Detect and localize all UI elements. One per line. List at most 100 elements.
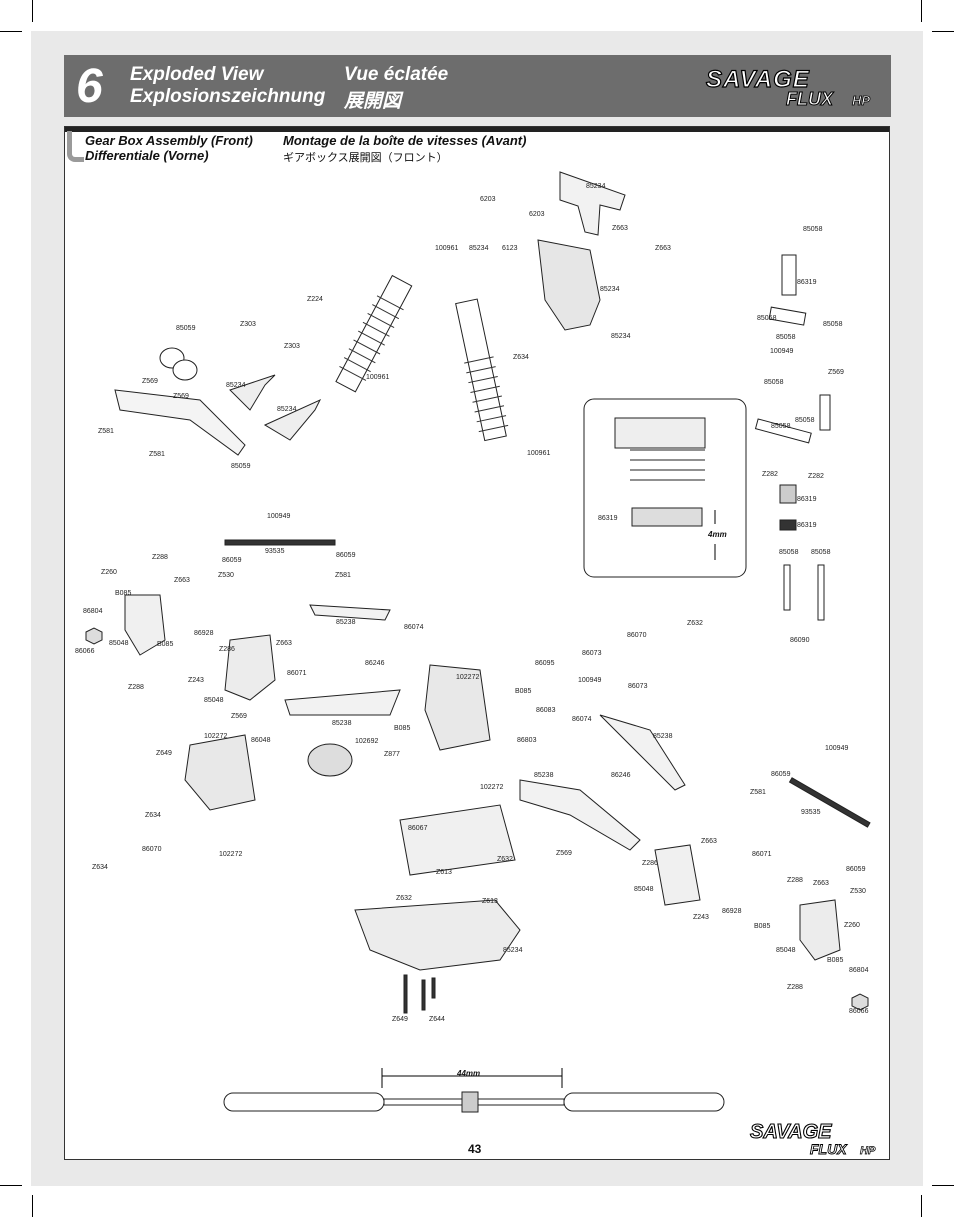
- part-label: 85058: [771, 423, 791, 430]
- bottom-turnbuckle-end-right: [563, 1092, 725, 1112]
- part-label: Z286: [642, 860, 658, 867]
- title-fr: Vue éclatée: [344, 64, 449, 85]
- part-label: Z613: [482, 898, 498, 905]
- part-label: 86074: [404, 624, 424, 631]
- bottom-turnbuckle-nut: [461, 1091, 479, 1113]
- bulkhead-front: [537, 239, 601, 331]
- part-label: Z877: [384, 751, 400, 758]
- part-label: 85058: [779, 549, 799, 556]
- part-label: 86928: [194, 630, 214, 637]
- lower-arm-left: [284, 689, 401, 716]
- part-label: 86083: [536, 707, 556, 714]
- footer-logo-flux: FLUX: [810, 1141, 848, 1157]
- part-label: 85058: [795, 417, 815, 424]
- spring-stack-lower: [779, 519, 797, 531]
- inset-shock-body: [614, 417, 706, 449]
- hub-carrier-right: [799, 899, 841, 961]
- part-label: 100961: [366, 374, 390, 381]
- crop-mark: [0, 31, 22, 32]
- part-label: 86804: [83, 608, 103, 615]
- part-label: Z286: [219, 646, 235, 653]
- logo-hp-text: HP: [852, 93, 870, 108]
- spring-stack-upper: [779, 484, 797, 504]
- part-label: Z530: [850, 888, 866, 895]
- part-label: 85238: [332, 720, 352, 727]
- part-label: Z634: [92, 864, 108, 871]
- shock-left: [335, 274, 413, 393]
- part-label: B085: [827, 957, 844, 964]
- part-label: B085: [394, 725, 411, 732]
- bearing-holder: [768, 306, 807, 326]
- part-label: 86246: [365, 660, 385, 667]
- part-label: 85058: [757, 315, 777, 322]
- part-label: 102692: [355, 738, 379, 745]
- part-label: Z649: [392, 1016, 408, 1023]
- shock-tower: [559, 171, 626, 236]
- part-label: 85058: [803, 226, 823, 233]
- title-de: Explosionszeichnung: [130, 86, 326, 107]
- shock-right: [455, 298, 509, 442]
- crop-mark: [32, 1195, 33, 1217]
- differential: [307, 743, 353, 777]
- part-label: 102272: [219, 851, 243, 858]
- part-label: Z644: [429, 1016, 445, 1023]
- part-label: Z569: [556, 850, 572, 857]
- part-label: Z288: [787, 877, 803, 884]
- part-label: 85234: [611, 333, 631, 340]
- inset-collar: [631, 507, 703, 527]
- bottom-turnbuckle-end-left: [223, 1092, 385, 1112]
- part-label: Z288: [152, 554, 168, 561]
- screw-2: [421, 979, 426, 1011]
- part-label: 86071: [287, 670, 307, 677]
- part-label: 86059: [846, 866, 866, 873]
- logo-flux-text: FLUX: [786, 89, 834, 109]
- gearbox-housing-left: [184, 734, 256, 811]
- part-label: 86095: [535, 660, 555, 667]
- part-label: Z632: [687, 620, 703, 627]
- section-title-en: Gear Box Assembly (Front): [85, 133, 253, 148]
- part-label: 86246: [611, 772, 631, 779]
- part-label: 86319: [797, 522, 817, 529]
- part-label: 86804: [849, 967, 869, 974]
- part-label: Z581: [750, 789, 766, 796]
- crop-mark: [921, 0, 922, 22]
- inset-part-label: 86319: [598, 515, 618, 522]
- steering-post: [819, 394, 831, 431]
- part-label: 86059: [222, 557, 242, 564]
- part-label: 86090: [790, 637, 810, 644]
- wheel-hex-right: [851, 993, 869, 1011]
- screw-3: [431, 977, 436, 999]
- crop-mark: [932, 31, 954, 32]
- part-label: Z663: [276, 640, 292, 647]
- part-label: 102272: [480, 784, 504, 791]
- section-title-fr: Montage de la boîte de vitesses (Avant): [283, 133, 527, 148]
- part-label: Z581: [149, 451, 165, 458]
- step-number: 6: [76, 60, 103, 113]
- part-label: B085: [515, 688, 532, 695]
- section-marker: [67, 131, 84, 162]
- post-86090-right: [817, 564, 825, 621]
- part-label: Z613: [436, 869, 452, 876]
- upper-arm-left: [309, 604, 391, 621]
- section-title-de: Differentiale (Vorne): [85, 148, 209, 163]
- part-label: Z303: [240, 321, 256, 328]
- part-label: 86319: [797, 496, 817, 503]
- part-label: 85048: [776, 947, 796, 954]
- page-number: 43: [468, 1142, 482, 1156]
- part-label: 6203: [529, 211, 545, 218]
- part-label: 6123: [502, 245, 518, 252]
- part-label: Z663: [813, 880, 829, 887]
- crop-mark: [32, 0, 33, 22]
- steering-arm-plate: [754, 418, 812, 444]
- wheel-hex-left: [85, 627, 103, 645]
- part-label: 86070: [142, 846, 162, 853]
- part-label: 102272: [456, 674, 480, 681]
- part-label: Z632: [497, 856, 513, 863]
- footer-logo-savage: SAVAGE: [750, 1121, 832, 1143]
- crop-mark: [0, 1185, 22, 1186]
- part-label: Z581: [98, 428, 114, 435]
- part-label: Z663: [612, 225, 628, 232]
- part-label: B085: [157, 641, 174, 648]
- turnbuckle-upper: [224, 539, 336, 546]
